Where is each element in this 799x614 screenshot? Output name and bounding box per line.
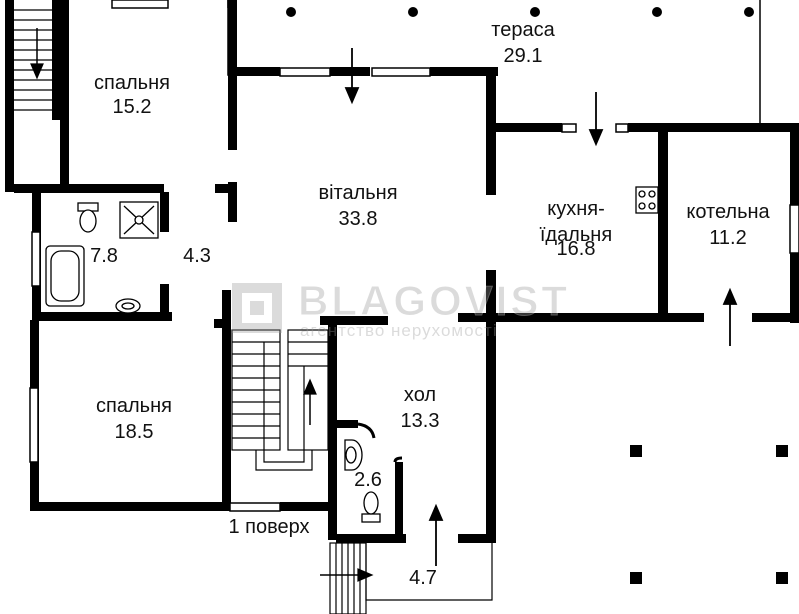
wall: [228, 182, 237, 222]
wall: [228, 67, 280, 76]
room-name: спальня: [94, 72, 170, 94]
floor-label: 1 поверх: [226, 515, 312, 539]
watermark-logo-icon: [232, 283, 282, 333]
wall: [395, 462, 403, 542]
room-name: хол: [403, 384, 437, 406]
window: [31, 231, 41, 287]
wall: [430, 67, 498, 76]
post: [776, 572, 788, 584]
post: [630, 572, 642, 584]
watermark: BLAGOVIST агентство нерухомості: [228, 277, 568, 343]
room-area: 33.8: [338, 208, 378, 230]
wall: [222, 320, 231, 510]
column: [744, 7, 754, 17]
post: [776, 445, 788, 457]
watermark-brand: BLAGOVIST: [297, 277, 571, 325]
room-area: 18.5: [114, 421, 154, 443]
fixtures: [45, 186, 659, 523]
wall: [160, 284, 169, 320]
wall: [458, 534, 496, 543]
room-area: 16.8: [556, 238, 596, 260]
wall: [60, 0, 69, 192]
terrace-columns: [286, 7, 754, 17]
room-area: 11.2: [709, 227, 747, 249]
wall: [336, 420, 358, 428]
window: [279, 67, 331, 77]
window: [29, 387, 39, 463]
column: [286, 7, 296, 17]
wall: [222, 290, 231, 320]
wall: [280, 502, 336, 511]
room-area: 7.8: [90, 245, 118, 267]
wall: [752, 313, 799, 322]
wc-toilet-tank-icon: [361, 513, 381, 523]
stove-icon: [635, 186, 659, 214]
room-area: 4.7: [409, 567, 437, 589]
wall: [486, 123, 562, 132]
room-name: тераса: [491, 19, 555, 41]
room-name: спальня: [96, 395, 172, 417]
column: [408, 7, 418, 17]
wall: [30, 502, 230, 511]
wall: [330, 67, 370, 76]
window: [615, 123, 629, 133]
wall: [52, 0, 61, 120]
window: [561, 123, 577, 133]
wall: [320, 316, 388, 325]
toilet-bowl-icon: [79, 209, 97, 233]
wc-toilet-bowl-icon: [363, 491, 379, 515]
wall: [486, 313, 496, 543]
outdoor-posts: [630, 445, 788, 584]
window: [371, 67, 431, 77]
window: [111, 0, 169, 9]
column: [652, 7, 662, 17]
arrows: [344, 48, 738, 566]
window: [229, 502, 281, 512]
wall: [658, 313, 704, 322]
wall: [328, 320, 337, 540]
wall: [336, 534, 406, 543]
room-area: 13.3: [400, 410, 440, 432]
wall: [160, 192, 169, 232]
wall: [214, 319, 228, 328]
bathtub-basin-icon: [50, 250, 80, 302]
room-name: кухня- їдальня: [539, 198, 613, 246]
room-area: 4.3: [183, 245, 211, 267]
wall: [14, 184, 66, 193]
windows: [29, 0, 799, 512]
wall: [215, 184, 237, 193]
wall: [658, 123, 668, 319]
window: [789, 204, 799, 254]
wall: [5, 0, 14, 192]
wall: [32, 312, 172, 321]
stairs-center: [231, 329, 329, 471]
room-name: котельна: [686, 201, 770, 223]
post: [630, 445, 642, 457]
wall: [60, 184, 164, 193]
watermark-tagline: агентство нерухомості: [300, 321, 498, 340]
room-area: 2.6: [354, 469, 382, 491]
room-area: 29.1: [503, 45, 543, 67]
wall: [458, 313, 668, 322]
stairs-entry: [320, 542, 493, 614]
wall: [628, 123, 799, 132]
room-name: вітальня: [318, 182, 398, 204]
column: [530, 7, 540, 17]
wall: [486, 270, 496, 322]
stairs-top-left: [14, 9, 52, 111]
room-area: 15.2: [112, 96, 152, 118]
